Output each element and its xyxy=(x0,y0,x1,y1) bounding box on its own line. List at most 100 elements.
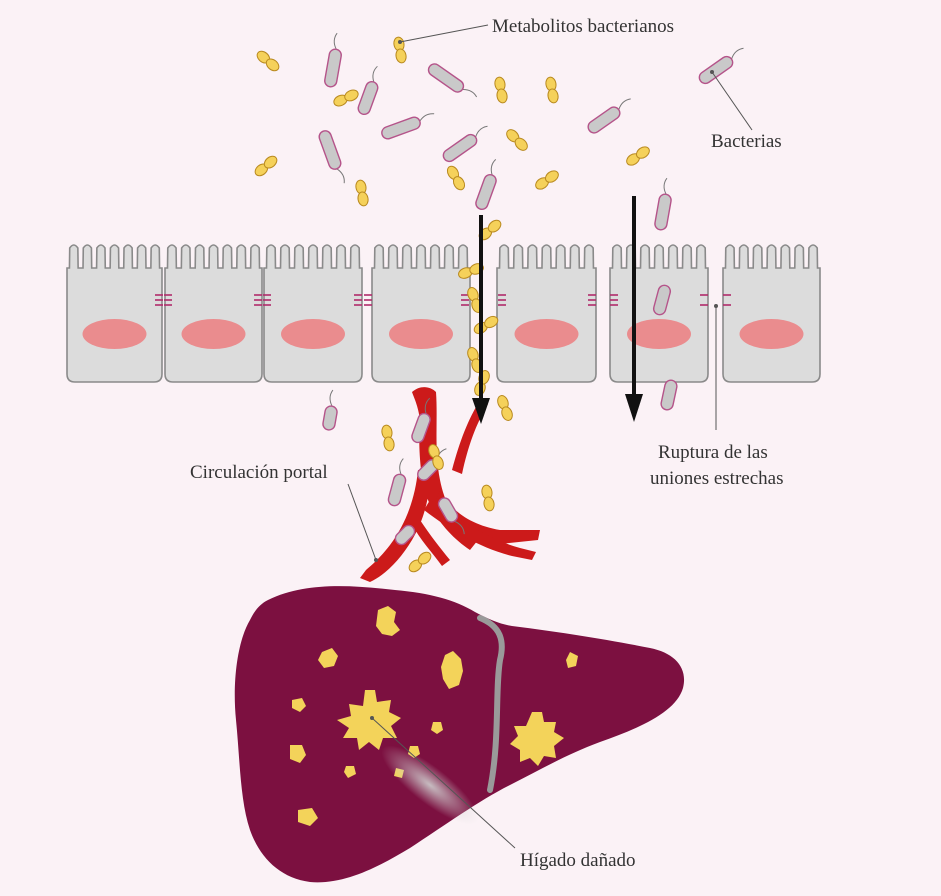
spot xyxy=(318,648,338,668)
metabolite xyxy=(381,424,395,452)
bacterium xyxy=(652,284,672,316)
spot xyxy=(344,766,356,778)
metabolite xyxy=(506,129,528,151)
bacterium xyxy=(411,397,431,444)
pointer-bacteria xyxy=(711,71,753,131)
bacterium-body xyxy=(394,524,416,546)
metabolite xyxy=(446,165,466,191)
pointer-dot xyxy=(398,40,402,44)
spot-star xyxy=(337,690,401,750)
metabolite xyxy=(473,315,499,335)
bacterium xyxy=(654,177,672,231)
flagellum xyxy=(490,159,497,176)
label-portal: Circulación portal xyxy=(190,462,328,483)
bacterium-body xyxy=(587,106,621,134)
flagellum xyxy=(454,520,465,535)
label-liver: Hígado dañado xyxy=(520,850,636,871)
metabolite-part xyxy=(263,155,278,169)
bacterium-body xyxy=(654,193,672,231)
cell-nucleus xyxy=(82,319,147,349)
metabolite-part xyxy=(547,88,559,104)
bacterium xyxy=(322,389,338,431)
bacterium xyxy=(475,159,497,210)
metabolite-part xyxy=(417,551,432,565)
epithelial-cell xyxy=(371,244,471,383)
pointer-metabolites xyxy=(399,24,489,43)
spot xyxy=(376,606,400,636)
flagellum xyxy=(462,88,478,98)
flagellum xyxy=(475,125,488,138)
label-tight-junction-2: uniones estrechas xyxy=(650,468,783,489)
bacterium xyxy=(587,98,631,134)
flagellum xyxy=(399,458,404,475)
bacterium-body xyxy=(427,63,465,93)
pointer-dot xyxy=(710,70,714,74)
metabolite-part xyxy=(514,137,528,151)
metabolite xyxy=(408,551,432,573)
metabolite-part xyxy=(265,58,280,72)
epithelial-cell xyxy=(496,244,597,383)
metabolite xyxy=(535,170,559,190)
flagellum xyxy=(663,177,668,195)
bacterium-body xyxy=(387,473,407,507)
metabolite-part xyxy=(636,146,650,159)
metabolite xyxy=(256,50,280,72)
spot xyxy=(290,745,306,763)
flagellum xyxy=(329,389,334,407)
metabolite xyxy=(497,395,513,421)
metabolite-part xyxy=(501,406,513,421)
metabolite xyxy=(428,444,444,470)
label-tight-junction-1: Ruptura de las xyxy=(658,442,768,463)
vessel-branch xyxy=(452,400,488,474)
bacterium xyxy=(381,113,435,140)
flagellum xyxy=(424,397,431,415)
bacterium-body xyxy=(698,55,734,85)
liver-fissure xyxy=(477,615,505,793)
pointer-liver xyxy=(371,717,516,849)
metabolite-part xyxy=(545,170,559,183)
flagellum xyxy=(372,65,378,83)
label-pointers xyxy=(347,24,753,849)
pointer-dot xyxy=(714,304,718,308)
epithelial-cell xyxy=(722,244,821,383)
labels: Metabolitos bacterianos Bacterias Circul… xyxy=(190,16,783,871)
flagellum xyxy=(731,47,744,60)
bacterium xyxy=(357,65,379,116)
bacterium-body xyxy=(324,48,342,88)
spot xyxy=(441,651,463,689)
metabolite-part xyxy=(357,191,369,207)
spot xyxy=(292,698,306,712)
metabolite-part xyxy=(432,455,444,470)
pointer-portal xyxy=(347,483,377,561)
cell-nucleus xyxy=(514,319,579,349)
bacterium-body xyxy=(357,80,379,116)
label-bacteria: Bacterias xyxy=(711,131,782,152)
cell-nucleus xyxy=(389,319,453,349)
epithelial-cell xyxy=(66,244,163,383)
metabolite-part xyxy=(487,219,502,233)
bacterium-body xyxy=(381,116,421,140)
metabolite xyxy=(545,76,559,104)
liver-body xyxy=(234,586,685,883)
bacterium xyxy=(698,47,744,85)
flagellum xyxy=(336,168,345,184)
translocation-arrows xyxy=(472,196,643,424)
cell-nucleus xyxy=(181,319,246,349)
bacterium-body xyxy=(437,497,459,523)
metabolite xyxy=(494,76,508,104)
bacterium xyxy=(427,63,478,98)
arrow-head xyxy=(625,394,643,422)
epithelial-cell xyxy=(263,244,363,383)
arrow-head xyxy=(472,398,490,424)
metabolite-part xyxy=(452,176,466,191)
metabolite xyxy=(355,179,369,207)
vessel-trunk xyxy=(412,387,478,550)
damaged-liver xyxy=(234,586,685,883)
bacterium xyxy=(660,379,678,411)
cell-nucleus xyxy=(281,319,345,349)
metabolite-part xyxy=(383,436,395,452)
flagellum xyxy=(333,32,338,50)
spot xyxy=(431,722,443,734)
